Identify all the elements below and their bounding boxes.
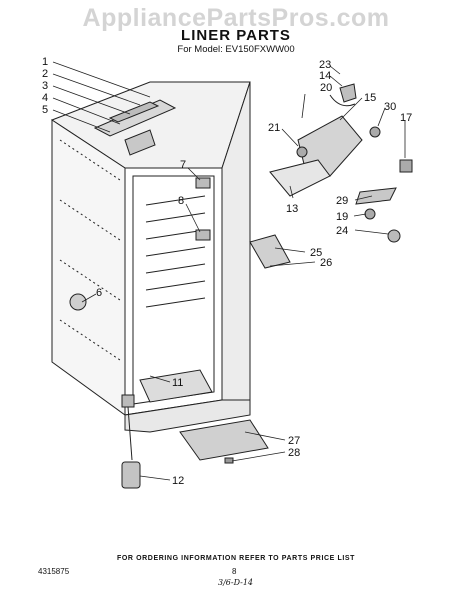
callout-24: 24: [336, 225, 348, 237]
callout-3: 3: [42, 80, 48, 92]
callout-20: 20: [320, 82, 332, 94]
callout-labels: 1 2 3 4 5 6 7 8 11 12 13 14 15 17 19 20 …: [42, 56, 412, 487]
callout-25: 25: [310, 247, 322, 259]
callout-13: 13: [286, 203, 298, 215]
callout-5: 5: [42, 104, 48, 116]
callout-23: 23: [319, 59, 331, 71]
callout-17: 17: [400, 112, 412, 124]
callout-8: 8: [178, 195, 184, 207]
callout-29: 29: [336, 195, 348, 207]
document-number: 4315875: [38, 567, 70, 576]
callout-30: 30: [384, 101, 396, 113]
callout-15: 15: [364, 92, 376, 104]
page-title: LINER PARTS: [181, 27, 291, 44]
model-number: For Model: EV150FXWW00: [177, 44, 295, 55]
page-number: 8: [232, 567, 237, 576]
callout-12: 12: [172, 475, 184, 487]
callout-1: 1: [42, 56, 48, 68]
callout-6: 6: [96, 287, 102, 299]
callout-2: 2: [42, 68, 48, 80]
shelf-supports: [145, 195, 206, 308]
callout-28: 28: [288, 447, 300, 459]
callout-14: 14: [319, 70, 331, 82]
handwritten-code: 3/6-D-14: [218, 578, 254, 587]
callout-11: 11: [172, 377, 183, 389]
callout-27: 27: [288, 435, 300, 447]
leader-lines: [52, 61, 406, 481]
callout-19: 19: [336, 211, 348, 223]
ordering-note: FOR ORDERING INFORMATION REFER TO PARTS …: [116, 555, 356, 562]
drain-parts: [121, 394, 269, 489]
callout-4: 4: [42, 92, 48, 104]
watermark: AppliancePartsPros.com: [82, 4, 390, 32]
callout-7: 7: [180, 159, 186, 171]
control-assembly: [249, 83, 413, 269]
callout-21: 21: [268, 122, 280, 134]
top-hardware: [69, 99, 211, 311]
callout-26: 26: [320, 257, 332, 269]
